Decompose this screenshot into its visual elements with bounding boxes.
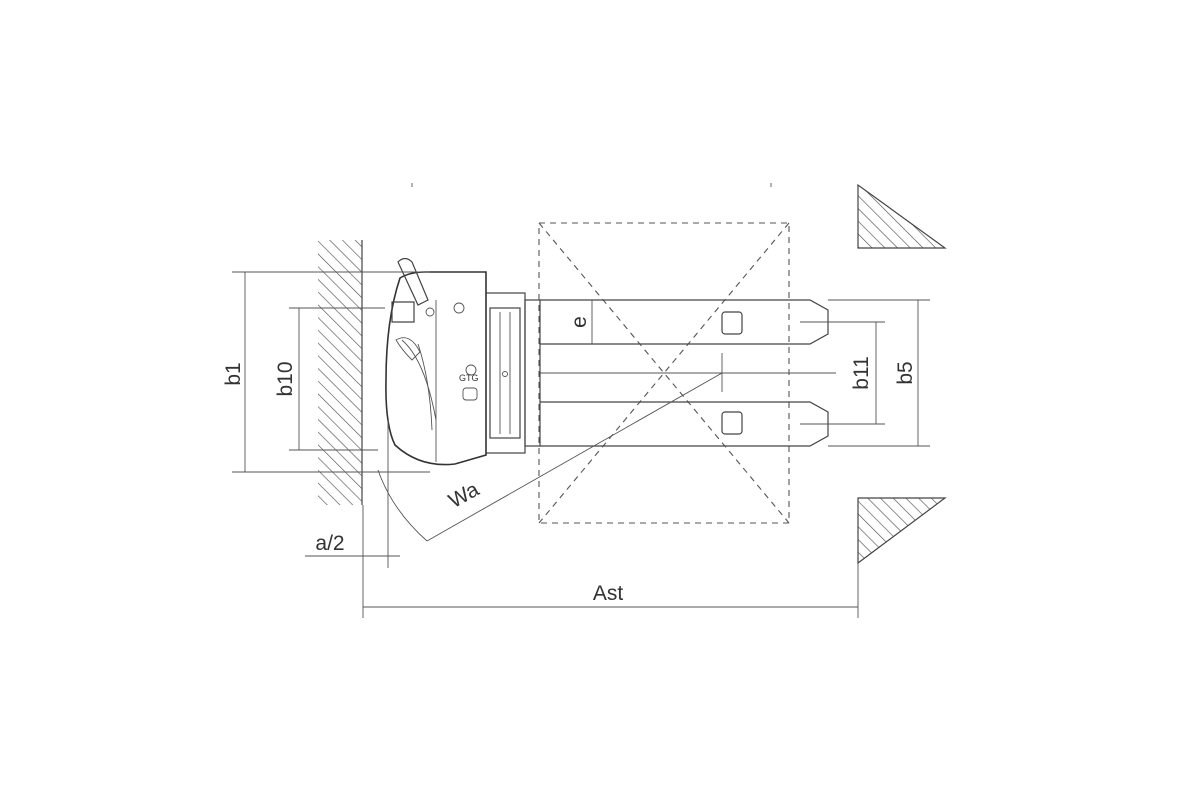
dim-ast [362,505,859,618]
right-corner-top [857,183,947,249]
label-wa: Wa [445,478,483,513]
dim-a-half [305,420,400,568]
load-wheel-bottom [721,411,743,435]
label-b5: b5 [894,361,917,384]
dim-b10 [289,307,385,451]
label-a-half: a/2 [315,532,344,555]
tiller-handle [391,257,435,361]
dim-b1 [232,271,430,473]
label-e: e [568,316,591,328]
load-wheel-top [721,311,743,335]
label-b11: b11 [850,356,873,389]
truck-logo-mark: GTG [459,373,479,383]
label-b1: b1 [222,362,245,385]
dim-b11 [800,321,885,425]
fork-carriage [479,292,541,454]
label-ast: Ast [593,582,624,605]
left-wall [318,240,363,505]
right-corner-bottom [857,497,947,565]
dim-wa [377,372,723,542]
truck-body: GTG [385,271,487,466]
label-b10: b10 [274,361,297,396]
dim-b5 [828,299,930,447]
